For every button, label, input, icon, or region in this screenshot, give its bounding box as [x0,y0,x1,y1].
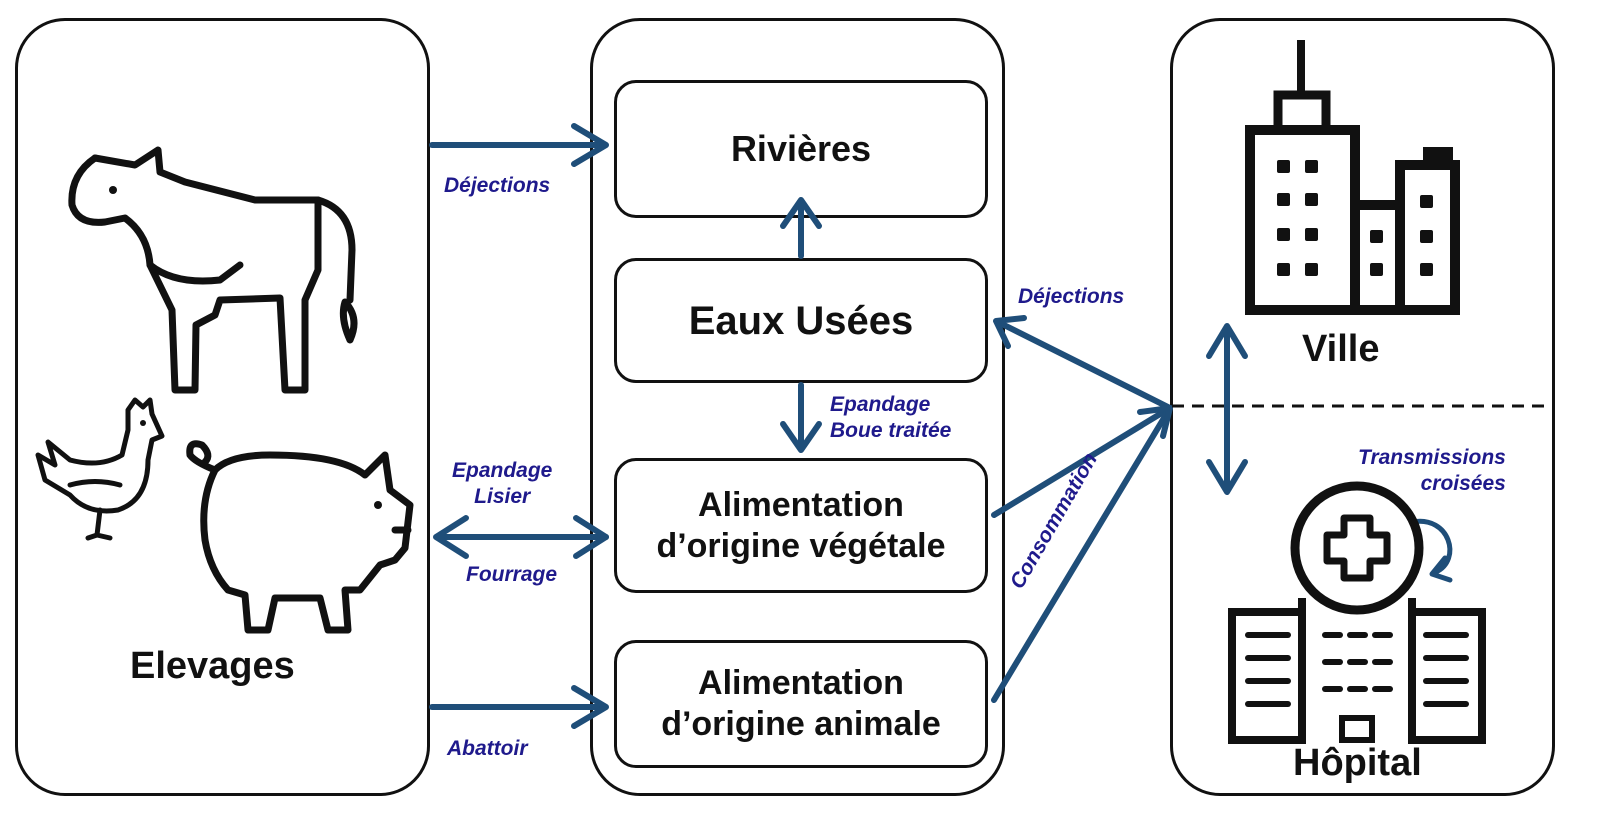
pig-icon [186,440,414,634]
arrow-dejections-left [429,123,609,167]
rivieres-label: Rivières [730,128,872,170]
abattoir-label: Abattoir [447,737,528,760]
alimentation-animale-line1: Alimentation [698,664,904,703]
elevages-label: Elevages [130,645,295,687]
arrow-ville-hopital [1206,323,1248,495]
chicken-icon [35,397,165,541]
alimentation-vegetale-line1: Alimentation [698,485,904,524]
ville-label: Ville [1302,328,1380,370]
city-buildings-icon [1245,40,1460,315]
epandage-boue-label: Epandage Boue traitée [830,392,951,445]
alimentation-vegetale-line2: d’origine végétale [656,526,946,565]
cow-icon [68,146,358,394]
epandage-lisier-line2: Lisier [474,485,531,509]
eaux-usees-box: Eaux Usées [614,258,988,383]
alimentation-animale-line2: d’origine animale [661,705,941,743]
elevages-panel [15,18,430,796]
arrow-eaux-usees-to-rivieres [780,197,822,259]
hopital-label: Hôpital [1293,742,1422,784]
arrow-consommation [991,405,1173,703]
alimentation-vegetale-box: Alimentation d’origine végétale [614,458,988,593]
hospital-icon [1228,481,1486,744]
epandage-lisier-line1: Epandage [452,459,553,482]
arrow-abattoir [429,685,609,729]
transmissions-line2: croisées [1420,472,1506,496]
eaux-usees-label: Eaux Usées [688,298,914,343]
epandage-boue-line1: Epandage [830,393,931,416]
arrow-epandage-fourrage [433,515,609,559]
transmissions-curl-arrow [1409,518,1453,583]
dejections-left-label: Déjections [444,174,551,197]
epandage-lisier-label: Epandage Lisier [452,458,552,511]
arrow-epandage-boue [780,382,822,453]
rivieres-box: Rivières [614,80,988,218]
arrow-dejections-right [993,315,1173,411]
fourrage-label: Fourrage [466,563,558,586]
epandage-boue-line2: Boue traitée [830,419,952,443]
transmissions-croisees-label: Transmissions croisées [1358,445,1506,498]
dejections-right-label: Déjections [1018,285,1125,308]
alimentation-animale-box: Alimentation d’origine animale [614,640,988,768]
transmissions-line1: Transmissions [1358,446,1506,469]
